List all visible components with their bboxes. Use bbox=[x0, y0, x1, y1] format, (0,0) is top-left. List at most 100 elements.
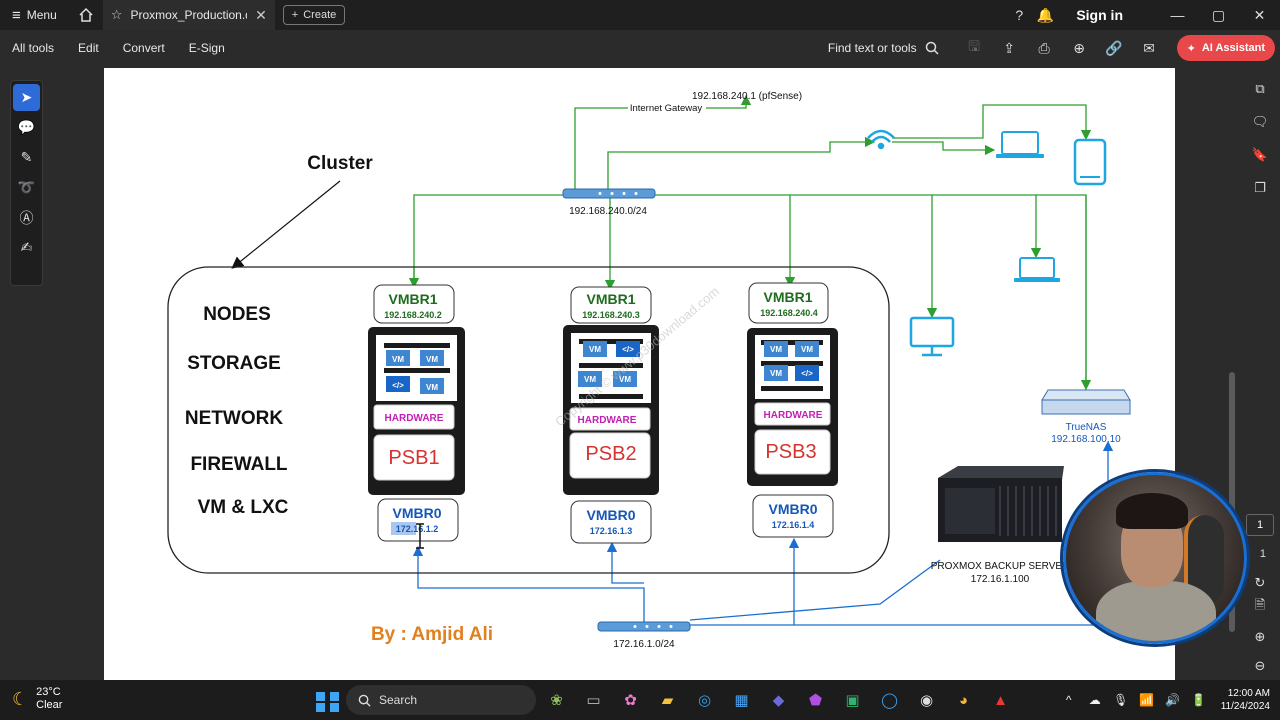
lan-subnet: 192.168.240.0/24 bbox=[569, 206, 647, 217]
circle-app-icon[interactable]: ◯ bbox=[881, 692, 898, 709]
page-number-field[interactable]: 1 bbox=[1246, 514, 1274, 536]
laptop-icon bbox=[1014, 257, 1060, 282]
clock-time: 12:00 AM bbox=[1227, 688, 1270, 699]
truenas-device-icon bbox=[1041, 389, 1131, 415]
task-view-icon[interactable]: ▭ bbox=[586, 692, 601, 709]
taskbar-search[interactable]: Search bbox=[346, 685, 536, 715]
home-button[interactable] bbox=[69, 0, 103, 30]
node-name: PSB2 bbox=[585, 443, 636, 465]
notification-icon[interactable]: 🔔 bbox=[1036, 6, 1055, 23]
windows-start-icon[interactable] bbox=[312, 685, 342, 715]
chevron-up-icon[interactable]: ^ bbox=[1065, 693, 1072, 707]
taskbar-apps: Search ❀ ▭ ✿ ▰ ◎ ▦ ◆ ⬟ ▣ ◯ ◉ ◕ ▲ bbox=[312, 685, 1017, 715]
camtasia-icon[interactable]: ▣ bbox=[845, 692, 860, 709]
wifi-tray-icon[interactable]: 📶 bbox=[1139, 693, 1155, 707]
chrome-icon[interactable]: ◕ bbox=[958, 691, 969, 709]
edit-menu[interactable]: Edit bbox=[78, 41, 99, 55]
pages-thumbnail-icon[interactable]: ❐ bbox=[1254, 179, 1266, 195]
ai-assistant-button[interactable]: ✦ AI Assistant bbox=[1176, 35, 1275, 61]
hardware-label: HARDWARE bbox=[385, 413, 444, 424]
vertical-scrollbar[interactable] bbox=[1229, 372, 1235, 632]
e-sign-menu[interactable]: E-Sign bbox=[188, 41, 225, 55]
weather-widget[interactable]: ☾ 23°C Clear bbox=[12, 686, 62, 712]
save-icon[interactable]: 🖫 bbox=[968, 38, 981, 54]
hardware-label: HARDWARE bbox=[578, 415, 637, 426]
acrobat-icon[interactable]: ▲ bbox=[993, 691, 1008, 709]
page-total: 1 bbox=[1259, 548, 1266, 560]
vmbr1-ip: 192.168.240.4 bbox=[760, 308, 818, 318]
text-cursor-icon bbox=[416, 523, 424, 549]
clock-date: 11/24/2024 bbox=[1220, 701, 1270, 712]
email-icon[interactable]: ✉ bbox=[1143, 39, 1155, 56]
export-pdf-icon[interactable]: ⧉ bbox=[1255, 80, 1265, 96]
select-tool-icon[interactable]: ➤ bbox=[13, 84, 40, 111]
menu-button[interactable]: ≡ Menu bbox=[0, 0, 69, 30]
node-psb3 bbox=[747, 282, 838, 538]
security-app-icon[interactable]: ⬟ bbox=[808, 692, 823, 709]
hamburger-icon: ≡ bbox=[12, 6, 21, 24]
node-psb1 bbox=[368, 284, 465, 542]
convert-menu[interactable]: Convert bbox=[122, 41, 165, 55]
store-icon[interactable]: ▦ bbox=[734, 692, 749, 709]
highlight-pen-icon[interactable]: ✎ bbox=[20, 149, 33, 165]
document-tab[interactable]: ☆ Proxmox_Production.dr... ✕ bbox=[102, 0, 275, 30]
node-name: PSB3 bbox=[765, 441, 816, 463]
upload-icon[interactable]: ⇪ bbox=[1003, 39, 1015, 56]
node-psb2 bbox=[563, 286, 659, 544]
plus-icon: + bbox=[291, 9, 299, 21]
system-tray: ^ ☁ 🎙 📶 🔊 🔋 12:00 AM 11/24/2024 bbox=[1059, 680, 1270, 720]
monitor-icon bbox=[909, 316, 955, 357]
bookmark-icon[interactable]: 🔖 bbox=[1251, 146, 1269, 162]
teams-icon[interactable]: ◆ bbox=[772, 692, 785, 709]
title-bar: ≡ Menu ☆ Proxmox_Production.dr... ✕ + Cr… bbox=[0, 0, 1280, 30]
print-icon[interactable]: ⎙ bbox=[1038, 39, 1050, 56]
copilot-icon[interactable]: ✿ bbox=[624, 692, 637, 709]
clock[interactable]: 12:00 AM 11/24/2024 bbox=[1221, 687, 1270, 713]
sign-icon[interactable]: ✍ bbox=[20, 239, 33, 255]
person-hair bbox=[1116, 493, 1188, 529]
maximize-icon[interactable]: ▢ bbox=[1211, 6, 1226, 23]
all-tools-menu[interactable]: All tools bbox=[12, 41, 55, 55]
search-icon bbox=[358, 694, 371, 707]
volume-icon[interactable]: 🔊 bbox=[1165, 693, 1181, 707]
widget-app-icon[interactable]: ❀ bbox=[550, 692, 563, 709]
create-button[interactable]: + Create bbox=[282, 5, 346, 25]
window-close-icon[interactable]: ✕ bbox=[1253, 6, 1266, 23]
save-file-icon[interactable]: 🗎 bbox=[1254, 596, 1266, 612]
container-label: </> bbox=[801, 369, 813, 378]
file-explorer-icon[interactable]: ▰ bbox=[661, 692, 674, 709]
backup-server-icon bbox=[938, 466, 1064, 542]
pbs-ip: 172.16.1.100 bbox=[971, 574, 1030, 585]
star-icon[interactable]: ☆ bbox=[110, 7, 123, 22]
vm-label: VM bbox=[584, 375, 596, 384]
battery-icon[interactable]: 🔋 bbox=[1191, 693, 1207, 707]
node-name: PSB1 bbox=[388, 447, 439, 469]
obs-icon[interactable]: ◉ bbox=[919, 692, 934, 709]
find-text-tools[interactable]: Find text or tools bbox=[828, 41, 939, 55]
sign-in-button[interactable]: Sign in bbox=[1076, 7, 1123, 23]
weather-text: 23°C Clear bbox=[36, 686, 62, 712]
help-icon[interactable]: ? bbox=[1015, 7, 1024, 23]
feature-storage: STORAGE bbox=[187, 353, 281, 374]
text-box-icon[interactable]: Ⓐ bbox=[19, 209, 34, 226]
add-comment-icon[interactable]: 💬 bbox=[17, 119, 36, 135]
share-user-icon[interactable]: ⊕ bbox=[1073, 39, 1085, 56]
vm-label: VM bbox=[392, 355, 404, 364]
zoom-in-icon[interactable]: ⊕ bbox=[1254, 628, 1266, 644]
vmbr1-label: VMBR1 bbox=[586, 291, 635, 307]
minimize-icon[interactable]: — bbox=[1170, 7, 1185, 23]
lan-connections bbox=[408, 94, 1092, 400]
lasso-draw-icon[interactable]: ➰ bbox=[17, 179, 36, 195]
close-tab-icon[interactable]: ✕ bbox=[255, 6, 267, 23]
pdf-page: 192.168.240.1 (pfSense) Internet Gateway… bbox=[104, 68, 1175, 680]
link-icon[interactable]: 🔗 bbox=[1105, 39, 1123, 56]
comments-panel-icon[interactable]: 🗨 bbox=[1251, 113, 1269, 129]
right-panel-rail: ⧉ 🗨 🔖 ❐ 1 1 ↻ 🗎 ⊕ ⊖ bbox=[1240, 66, 1280, 680]
edge-browser-icon[interactable]: ◎ bbox=[697, 692, 712, 709]
microphone-icon[interactable]: 🎙 bbox=[1113, 693, 1129, 707]
vm-label: VM bbox=[770, 369, 782, 378]
refresh-icon[interactable]: ↻ bbox=[1254, 574, 1266, 590]
zoom-out-icon[interactable]: ⊖ bbox=[1254, 657, 1266, 673]
cloud-icon[interactable]: ☁ bbox=[1088, 693, 1101, 707]
feature-nodes: NODES bbox=[203, 304, 271, 325]
